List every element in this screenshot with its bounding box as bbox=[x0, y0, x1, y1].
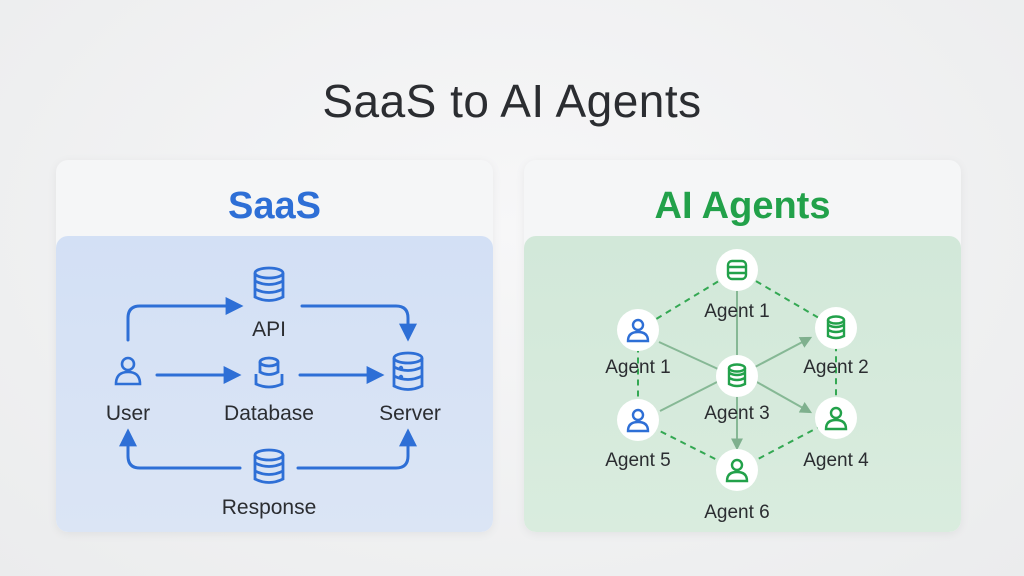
user-icon bbox=[114, 356, 142, 386]
agent-label-bottom: Agent 6 bbox=[704, 502, 770, 523]
page-title: SaaS to AI Agents bbox=[322, 75, 702, 127]
agents-heading: AI Agents bbox=[654, 185, 831, 227]
agent-label-right: Agent 2 bbox=[803, 357, 869, 378]
database-icon bbox=[826, 315, 846, 340]
user-icon bbox=[824, 406, 848, 431]
user-icon bbox=[626, 318, 650, 343]
database-icon bbox=[726, 259, 748, 281]
database-icon bbox=[254, 356, 284, 389]
agent-node-left bbox=[617, 309, 659, 351]
agents-spokes bbox=[658, 290, 813, 451]
saas-connectors bbox=[119, 297, 417, 470]
arrow-response-to-server bbox=[296, 428, 417, 470]
server-icon bbox=[392, 351, 424, 391]
agent-node-bottom-right bbox=[815, 397, 857, 439]
saas-heading: SaaS bbox=[228, 185, 321, 227]
agent-label-top: Agent 1 bbox=[704, 301, 770, 322]
node-label-user: User bbox=[106, 402, 150, 425]
agent-label-left: Agent 1 bbox=[605, 357, 671, 378]
agent-node-bottom-left bbox=[617, 399, 659, 441]
arrow-response-to-user bbox=[119, 428, 242, 470]
database-icon bbox=[727, 363, 747, 388]
node-label-server: Server bbox=[379, 402, 441, 425]
database-icon bbox=[253, 448, 285, 484]
agent-node-top bbox=[716, 249, 758, 291]
agent-label-bottom-right: Agent 4 bbox=[803, 450, 869, 471]
arrow-user-to-api bbox=[126, 297, 244, 342]
node-label-database: Database bbox=[224, 402, 314, 425]
agent-node-center bbox=[716, 355, 758, 397]
database-icon bbox=[253, 266, 285, 302]
node-label-response: Response bbox=[222, 496, 317, 519]
arrow-api-to-server bbox=[300, 304, 417, 342]
user-icon bbox=[626, 408, 650, 433]
agent-node-right bbox=[815, 307, 857, 349]
node-label-api: API bbox=[252, 318, 286, 341]
agent-node-bottom bbox=[716, 449, 758, 491]
agent-label-bottom-left: Agent 5 bbox=[605, 450, 671, 471]
agent-label-center: Agent 3 bbox=[704, 403, 770, 424]
user-icon bbox=[725, 458, 749, 483]
